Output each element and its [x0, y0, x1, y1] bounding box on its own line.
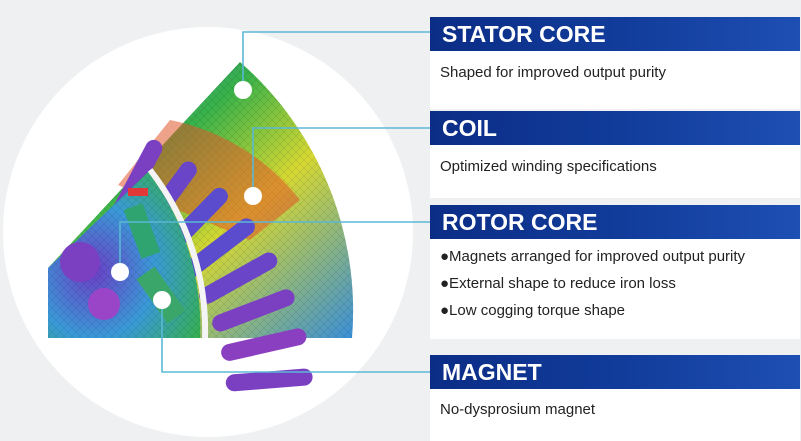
coil-slot: [199, 252, 278, 304]
rotor-core-line-1: ●Magnets arranged for improved output pu…: [440, 248, 746, 265]
callout-dots: [111, 81, 262, 309]
leader-lines: [119, 31, 430, 373]
coil-slot: [221, 328, 307, 361]
stator-core-title: STATOR CORE: [430, 17, 800, 51]
stator-core-desc: Shaped for improved output purity: [430, 51, 800, 109]
leader-magnet: [161, 300, 430, 373]
air-gap-arc: [147, 168, 209, 339]
leader-stator: [242, 31, 430, 90]
magnet-desc: No-dysprosium magnet: [430, 389, 800, 441]
leader-coil: [252, 127, 430, 196]
callout-dot-stator: [234, 81, 252, 99]
rotor-core-line-3: ●Low cogging torque shape: [440, 302, 626, 319]
callout-dot-coil: [244, 187, 262, 205]
rotor-core-desc: ●Magnets arranged for improved output pu…: [430, 239, 800, 339]
coil-line: Optimized winding specifications: [440, 158, 657, 175]
magnet-piece: [123, 203, 161, 259]
coil-desc: Optimized winding specifications: [430, 145, 800, 198]
rotor-core-title: ROTOR CORE: [430, 205, 800, 239]
rotor-core-line-2: ●External shape to reduce iron loss: [440, 275, 676, 292]
coil-slot: [182, 218, 255, 278]
magnet-line: No-dysprosium magnet: [440, 401, 596, 418]
coil-slot: [225, 368, 313, 392]
callout-dot-rotor: [111, 263, 129, 281]
coil-title: COIL: [430, 111, 800, 145]
magnet-title: MAGNET: [430, 355, 800, 389]
coil-slot: [212, 289, 295, 332]
stator-core-line: Shaped for improved output purity: [440, 64, 666, 81]
leader-rotor: [119, 221, 430, 270]
callout-dot-magnet: [153, 291, 171, 309]
